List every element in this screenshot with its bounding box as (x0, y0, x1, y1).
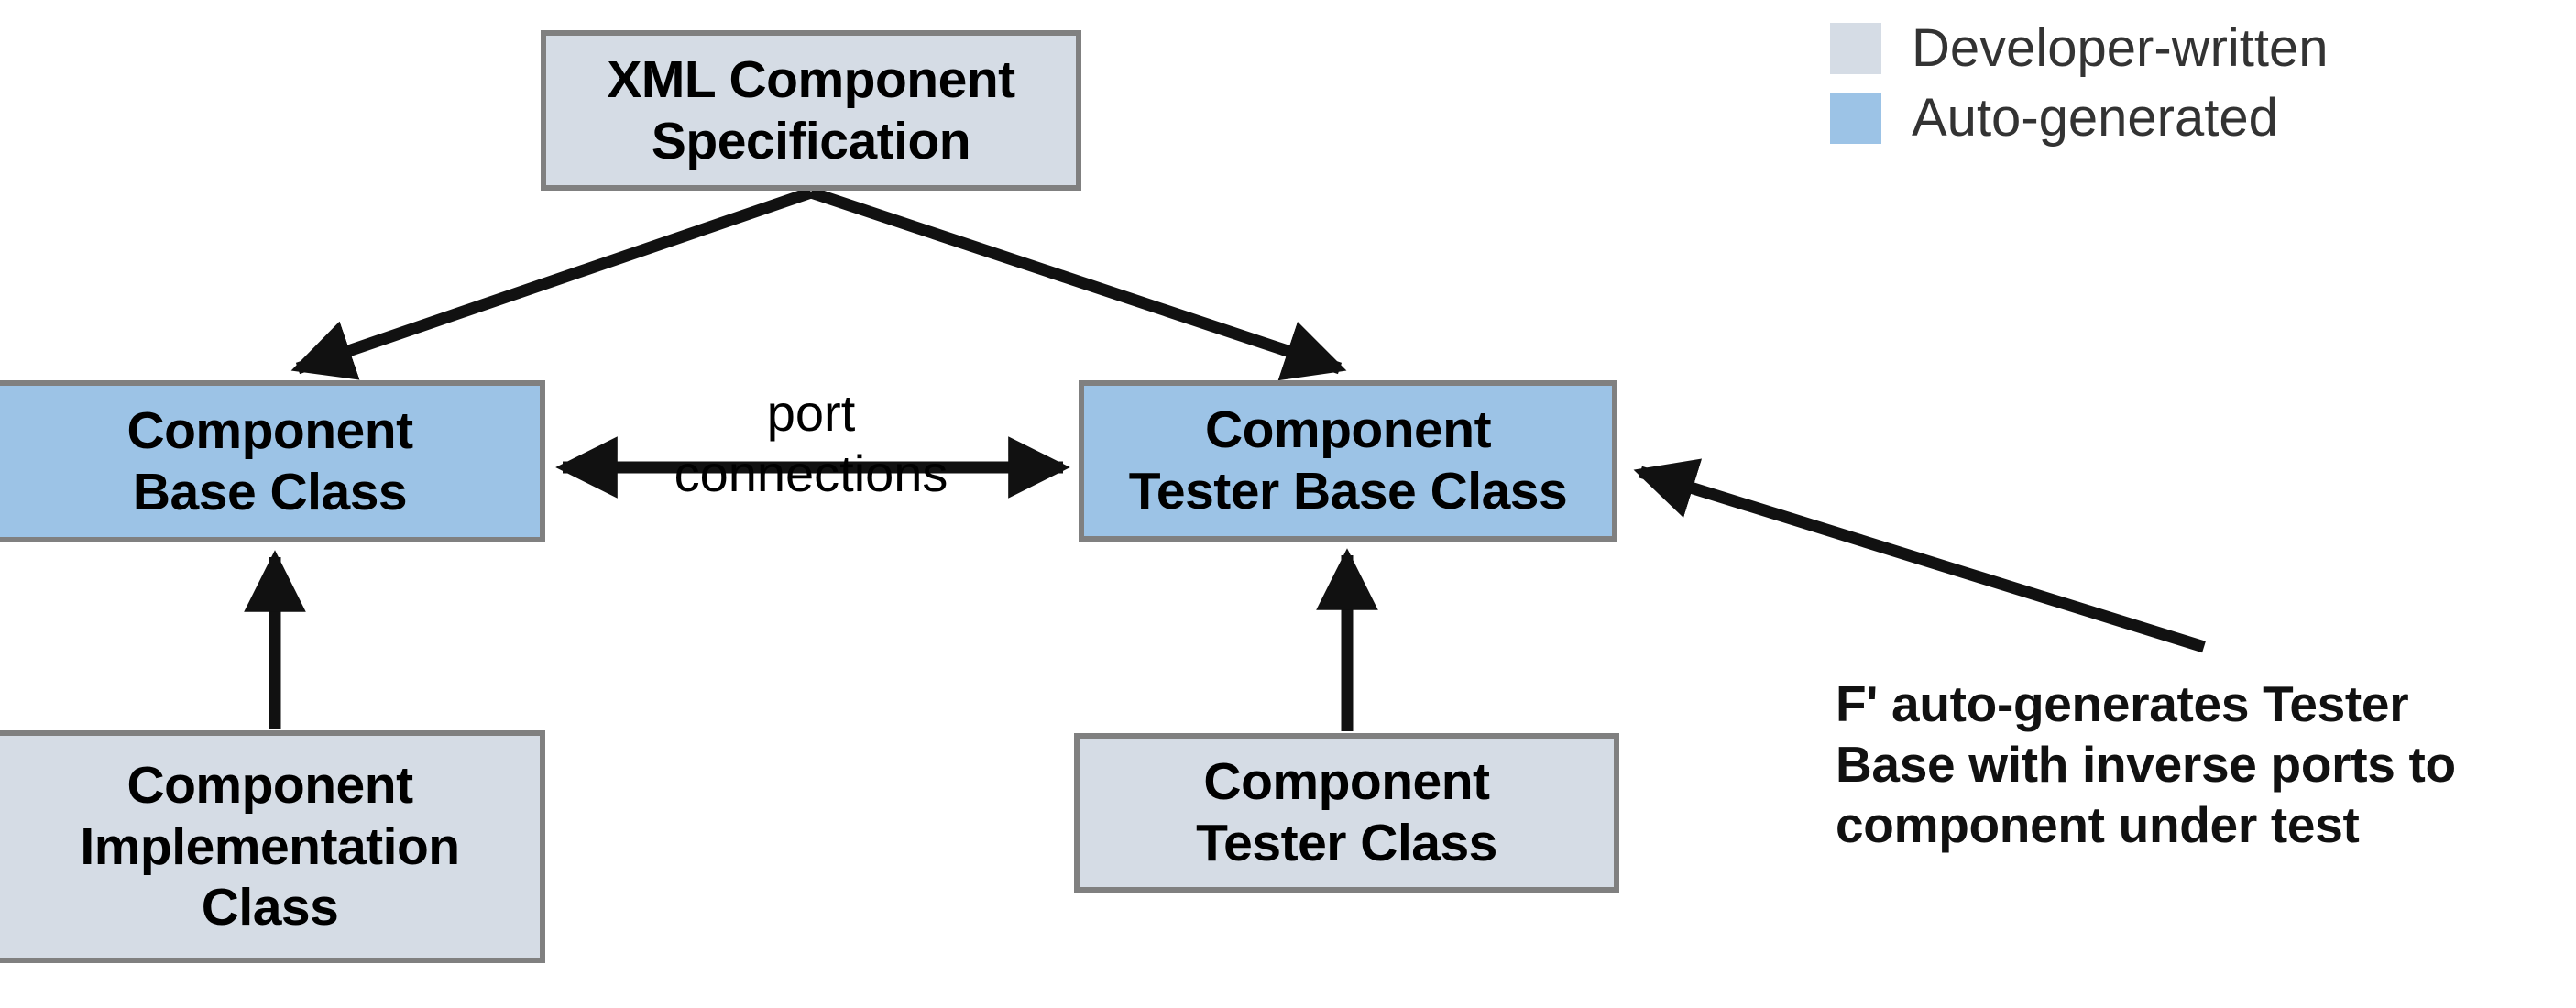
node-label: Component Base Class (126, 400, 413, 521)
legend-item-developer-written: Developer-written (1830, 22, 2329, 75)
legend-label-developer-written: Developer-written (1912, 18, 2329, 78)
edge-label-port-connections: port connections (674, 384, 948, 503)
legend-item-auto-generated: Auto-generated (1830, 92, 2329, 145)
node-component-base-class[interactable]: Component Base Class (0, 380, 545, 542)
node-label: Component Implementation Class (80, 755, 460, 937)
node-label: XML Component Specification (607, 49, 1015, 170)
edge-annotation-to-tester-base (1633, 458, 2206, 653)
annotation-tester-base-generation: F' auto-generates Tester Base with inver… (1836, 675, 2456, 853)
node-xml-component-specification[interactable]: XML Component Specification (541, 30, 1081, 191)
legend-swatch-auto-generated (1830, 93, 1881, 144)
edge-spec-to-component-base (290, 186, 814, 380)
legend-label-auto-generated: Auto-generated (1912, 88, 2278, 148)
legend-swatch-developer-written (1830, 23, 1881, 74)
node-label: Component Tester Class (1196, 752, 1497, 872)
edge-spec-to-tester-base (808, 186, 1347, 381)
node-component-tester-base-class[interactable]: Component Tester Base Class (1079, 380, 1617, 542)
node-component-tester-class[interactable]: Component Tester Class (1074, 733, 1619, 893)
legend: Developer-written Auto-generated (1830, 22, 2329, 161)
node-label: Component Tester Base Class (1128, 400, 1568, 520)
node-component-implementation-class[interactable]: Component Implementation Class (0, 730, 545, 963)
